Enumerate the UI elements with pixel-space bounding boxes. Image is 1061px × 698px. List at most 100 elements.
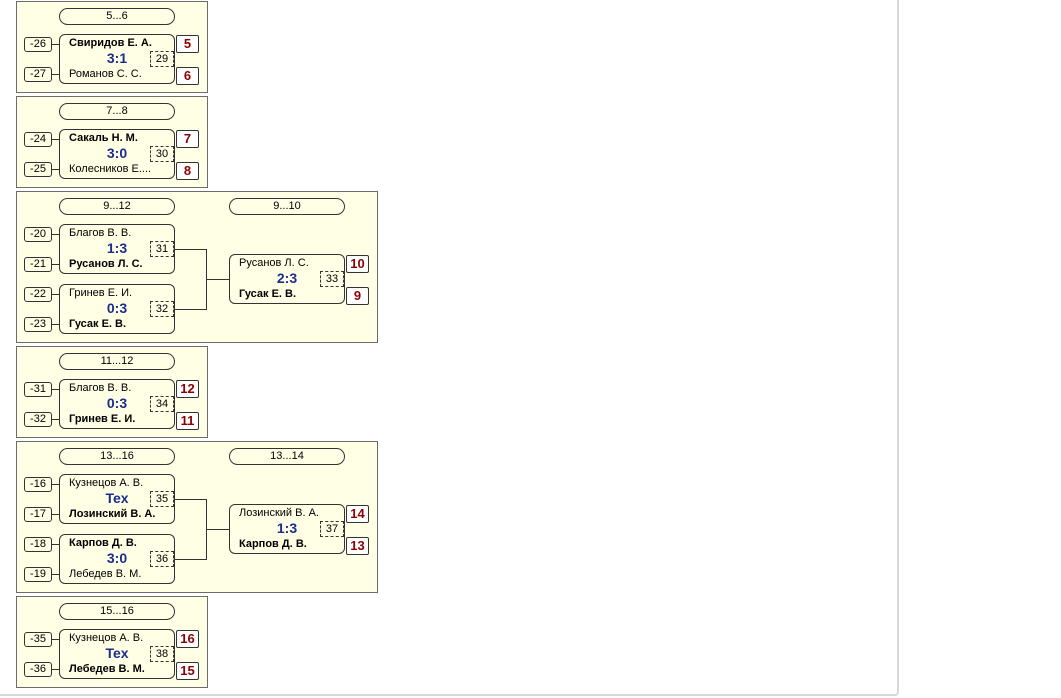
- connector: [52, 669, 59, 670]
- match-score: Tex: [105, 490, 129, 506]
- round-label: 13...14: [229, 448, 345, 465]
- connector: [175, 249, 207, 250]
- connector: [52, 234, 59, 235]
- player-name[interactable]: Лебедев В. М.: [69, 663, 145, 675]
- match-score: 3:1: [106, 50, 128, 66]
- match-number: 35: [150, 491, 174, 507]
- player-name[interactable]: Благов В. В.: [69, 382, 132, 394]
- match-number: 30: [150, 146, 174, 162]
- match-29[interactable]: Свиридов Е. А. 3:1 29 Романов С. С.: [59, 34, 175, 84]
- match-36[interactable]: Карпов Д. В. 3:0 36 Лебедев В. М.: [59, 534, 175, 584]
- connector: [52, 514, 59, 515]
- match-30[interactable]: Сакаль Н. М. 3:0 30 Колесников Е....: [59, 129, 175, 179]
- match-number: 37: [320, 521, 344, 537]
- connector: [52, 139, 59, 140]
- round-label: 9...12: [59, 198, 175, 215]
- connector: [52, 639, 59, 640]
- bracket-section-11-12: 11...12 -31 -32 Благов В. В. 0:3 34 Грин…: [16, 346, 208, 438]
- connector: [52, 419, 59, 420]
- seed-label: -19: [24, 567, 52, 582]
- match-number: 34: [150, 396, 174, 412]
- player-name[interactable]: Кузнецов А. В.: [69, 477, 144, 489]
- match-number: 29: [150, 51, 174, 67]
- bracket-section-9-12: 9...12 9...10 -20 -21 -22 -23 Благов В. …: [16, 191, 378, 343]
- page-frame: [0, 0, 899, 696]
- round-label: 9...10: [229, 198, 345, 215]
- place-badge: 9: [346, 287, 369, 305]
- place-badge: 7: [176, 130, 199, 148]
- place-badge: 13: [346, 537, 369, 555]
- seed-label: -36: [24, 662, 52, 677]
- connector: [175, 559, 207, 560]
- player-name[interactable]: Кузнецов А. В.: [69, 632, 144, 644]
- connector: [52, 294, 59, 295]
- player-name[interactable]: Гринев Е. И.: [69, 413, 136, 425]
- seed-label: -27: [24, 67, 52, 82]
- player-name[interactable]: Гусак Е. В.: [69, 318, 127, 330]
- connector: [206, 529, 229, 530]
- match-score: 3:0: [106, 550, 128, 566]
- match-score: 0:3: [106, 300, 128, 316]
- bracket-section-5-6: 5...6 -26 -27 Свиридов Е. А. 3:1 29 Рома…: [16, 1, 208, 93]
- match-score: Tex: [105, 645, 129, 661]
- seed-label: -35: [24, 632, 52, 647]
- connector: [52, 574, 59, 575]
- seed-label: -31: [24, 382, 52, 397]
- match-37[interactable]: Лозинский В. А. 1:3 37 Карпов Д. В.: [229, 504, 345, 554]
- match-number: 33: [320, 271, 344, 287]
- match-33[interactable]: Русанов Л. С. 2:3 33 Гусак Е. В.: [229, 254, 345, 304]
- seed-label: -25: [24, 162, 52, 177]
- match-35[interactable]: Кузнецов А. В. Tex 35 Лозинский В. А.: [59, 474, 175, 524]
- player-name[interactable]: Свиридов Е. А.: [69, 37, 152, 49]
- player-name[interactable]: Лозинский В. А.: [69, 508, 156, 520]
- match-score: 1:3: [106, 240, 128, 256]
- player-name[interactable]: Гринев Е. И.: [69, 287, 133, 299]
- match-31[interactable]: Благов В. В. 1:3 31 Русанов Л. С.: [59, 224, 175, 274]
- connector: [175, 499, 207, 500]
- player-name[interactable]: Лозинский В. А.: [239, 507, 319, 519]
- match-score: 2:3: [276, 270, 298, 286]
- connector: [206, 279, 229, 280]
- connector: [52, 389, 59, 390]
- player-name[interactable]: Русанов Л. С.: [239, 257, 309, 269]
- player-name[interactable]: Русанов Л. С.: [69, 258, 143, 270]
- seed-label: -16: [24, 477, 52, 492]
- place-badge: 15: [176, 662, 199, 680]
- place-badge: 10: [346, 255, 369, 273]
- seed-label: -20: [24, 227, 52, 242]
- bracket-section-15-16: 15...16 -35 -36 Кузнецов А. В. Tex 38 Ле…: [16, 596, 208, 688]
- round-label: 7...8: [59, 103, 175, 120]
- player-name[interactable]: Лебедев В. М.: [69, 568, 142, 580]
- round-label: 15...16: [59, 603, 175, 620]
- bracket-section-13-16: 13...16 13...14 -16 -17 -18 -19 Кузнецов…: [16, 441, 378, 593]
- match-number: 38: [150, 646, 174, 662]
- match-score: 1:3: [276, 520, 298, 536]
- place-badge: 16: [176, 630, 199, 648]
- connector: [52, 44, 59, 45]
- player-name[interactable]: Карпов Д. В.: [239, 538, 307, 550]
- match-32[interactable]: Гринев Е. И. 0:3 32 Гусак Е. В.: [59, 284, 175, 334]
- seed-label: -23: [24, 317, 52, 332]
- player-name[interactable]: Колесников Е....: [69, 163, 152, 175]
- place-badge: 11: [176, 412, 199, 430]
- player-name[interactable]: Романов С. С.: [69, 68, 142, 80]
- match-score: 3:0: [106, 145, 128, 161]
- seed-label: -24: [24, 132, 52, 147]
- match-38[interactable]: Кузнецов А. В. Tex 38 Лебедев В. М.: [59, 629, 175, 679]
- connector: [52, 484, 59, 485]
- place-badge: 8: [176, 162, 199, 180]
- bracket-section-7-8: 7...8 -24 -25 Сакаль Н. М. 3:0 30 Колесн…: [16, 96, 208, 188]
- player-name[interactable]: Карпов Д. В.: [69, 537, 137, 549]
- place-badge: 14: [346, 505, 369, 523]
- seed-label: -26: [24, 37, 52, 52]
- match-number: 32: [150, 301, 174, 317]
- match-34[interactable]: Благов В. В. 0:3 34 Гринев Е. И.: [59, 379, 175, 429]
- seed-label: -17: [24, 507, 52, 522]
- connector: [52, 324, 59, 325]
- player-name[interactable]: Сакаль Н. М.: [69, 132, 138, 144]
- seed-label: -18: [24, 537, 52, 552]
- seed-label: -22: [24, 287, 52, 302]
- player-name[interactable]: Гусак Е. В.: [239, 288, 297, 300]
- seed-label: -32: [24, 412, 52, 427]
- player-name[interactable]: Благов В. В.: [69, 227, 132, 239]
